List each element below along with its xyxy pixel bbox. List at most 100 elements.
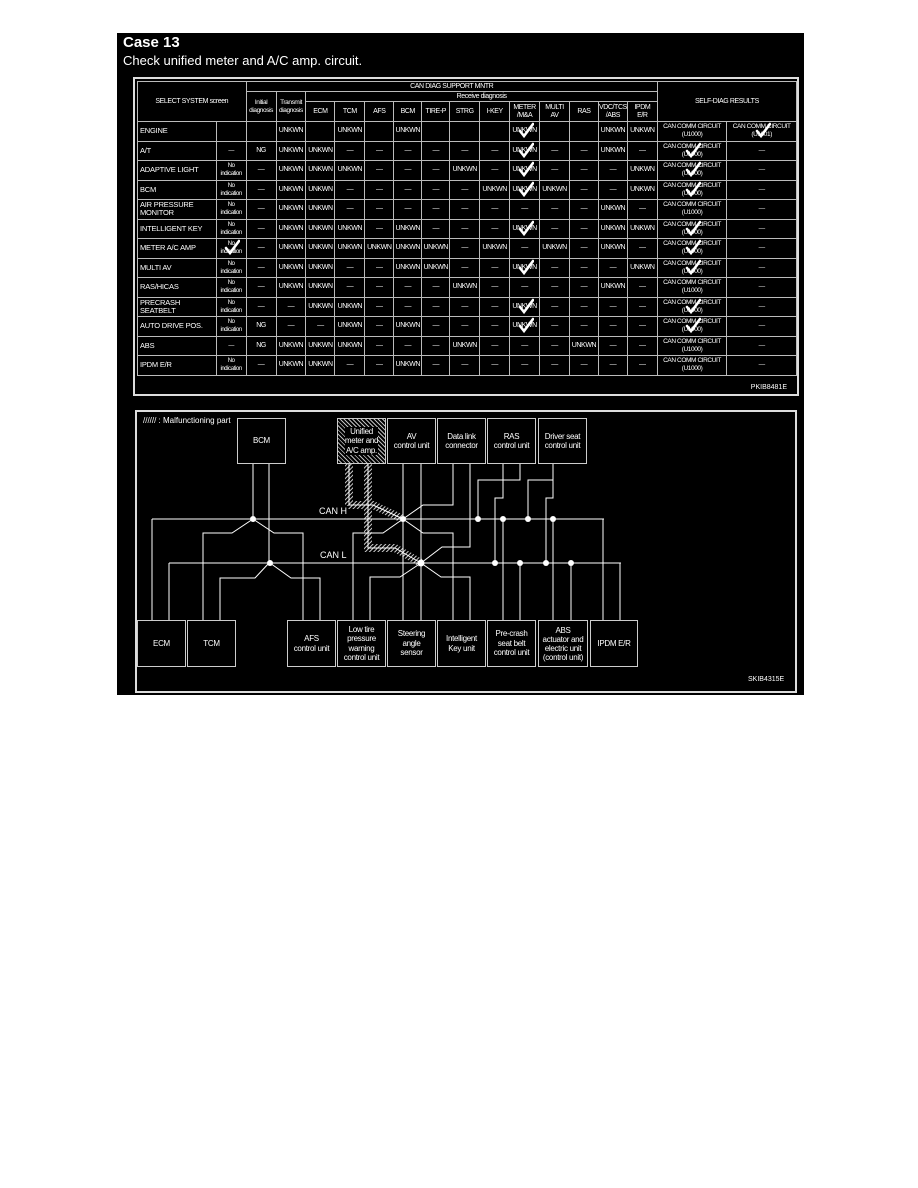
cell-text: — [287,322,295,330]
cell-text: UNKWN [630,185,655,193]
diagram-figure-code: SKIB4315E [748,676,785,683]
cell-text: — [551,341,558,349]
cell-text: — [491,283,498,291]
cell-text: — [376,263,383,271]
table-figure-code: PKIB8481E [750,384,787,391]
wire [502,519,521,620]
cell-text: IPDM E/R [140,360,172,370]
cell-text: — [521,283,528,291]
cell-text: — [521,244,528,252]
cell-text: — [404,302,412,310]
cell-text: — [758,224,766,232]
cell-text: UNKWN [278,244,304,252]
table-cell: No indication [215,355,247,376]
cell-text: A/T [140,145,152,155]
cell-text: — [257,185,265,193]
table-cell: UNKWN [275,355,307,376]
cell-text: No indication [220,299,242,314]
cell-text: — [346,185,354,193]
cell-text: AIR PRESSURE MONITOR [140,200,194,218]
cell-text: — [580,302,588,310]
splice-dot [525,516,531,522]
cell-text: — [580,146,588,154]
cell-text: AUTO DRIVE POS. [140,321,203,331]
cell-text: — [639,302,646,310]
cell-text: UNKWN [278,185,304,193]
receive-column-header: IPDM E/R [626,101,658,122]
cell-text: — [376,166,383,174]
cell-text: — [346,361,354,369]
wire [348,463,422,564]
cell-text: — [432,205,440,213]
cell-text: — [376,322,383,330]
cell-text: No indication [220,221,242,236]
cell-text: UNKWN [308,361,333,369]
cell-text: — [758,302,766,310]
av-control-unit: AV control unit [387,418,436,464]
cell-text: — [491,302,498,310]
table-cell: — [726,355,797,376]
cell-text: UNKWN [452,341,477,349]
ras-control-unit: RAS control unit [487,418,536,464]
cell-text: — [317,322,324,330]
cell-text: UNKWN [482,185,507,193]
cell-text: UNKWN [452,283,477,291]
cell-text: UNKWN [542,244,567,252]
cell-text: UNKWN [452,166,477,174]
cell-text: UNKWN [308,224,333,232]
table-cell: — [626,335,658,356]
cell-text: — [758,263,766,271]
cell-text: RAS/HICAS [140,282,179,292]
cell-text: — [461,244,468,252]
cell-text: PRECRASH SEATBELT [140,297,181,315]
cell-text: — [521,341,528,349]
cell-text: — [376,302,383,310]
cell-text: — [257,302,265,310]
cell-text: — [404,283,412,291]
table-cell: — [568,355,599,376]
wire [352,518,422,620]
cell-text: — [609,185,617,193]
cell-text: No indication [220,260,242,275]
table-cell: — [421,355,451,376]
receive-column-header: MULTI AV [539,101,570,122]
low-tire-pressure-unit: Low tire pressure warning control unit [337,620,386,667]
cell-text: UNKWN [482,244,507,252]
cell-text: — [257,263,265,271]
cell-text: — [758,283,766,291]
cell-text: — [461,224,468,232]
precrash-seatbelt-unit: Pre-crash seat belt control unit [487,620,536,667]
cell-text: — [257,224,265,232]
cell-text: — [257,283,265,291]
splice-dot [550,516,556,522]
cell-text: UNKWN [337,244,363,252]
can-diag-table: SELECT SYSTEM screen CAN DIAG SUPPORT MN… [137,81,798,376]
cell-text: — [432,302,440,310]
wire [402,518,471,620]
cell-text: — [432,322,440,330]
cell-text: UNKWN [337,322,363,330]
cell-text: UNKWN [395,127,421,135]
cell-text: — [609,166,617,174]
cell-text: UNKWN [571,341,597,349]
cell-text: UNKWN [395,361,421,369]
cell-text: — [228,342,234,349]
cell-text: — [551,283,558,291]
cell-text: UNKWN [308,302,333,310]
cell-text: — [639,361,646,369]
cell-text: — [404,205,412,213]
cell-text: UNKWN [600,146,626,154]
splice-dot [543,560,549,566]
wire [202,463,304,620]
cell-text: CAN COMM CIRCUIT (U1000) [663,357,721,373]
cell-text: — [758,322,766,330]
receive-column-header: METER /M&A [509,101,541,122]
cell-text: — [580,185,588,193]
splice-dot [475,516,481,522]
cell-text: UNKWN [337,341,363,349]
